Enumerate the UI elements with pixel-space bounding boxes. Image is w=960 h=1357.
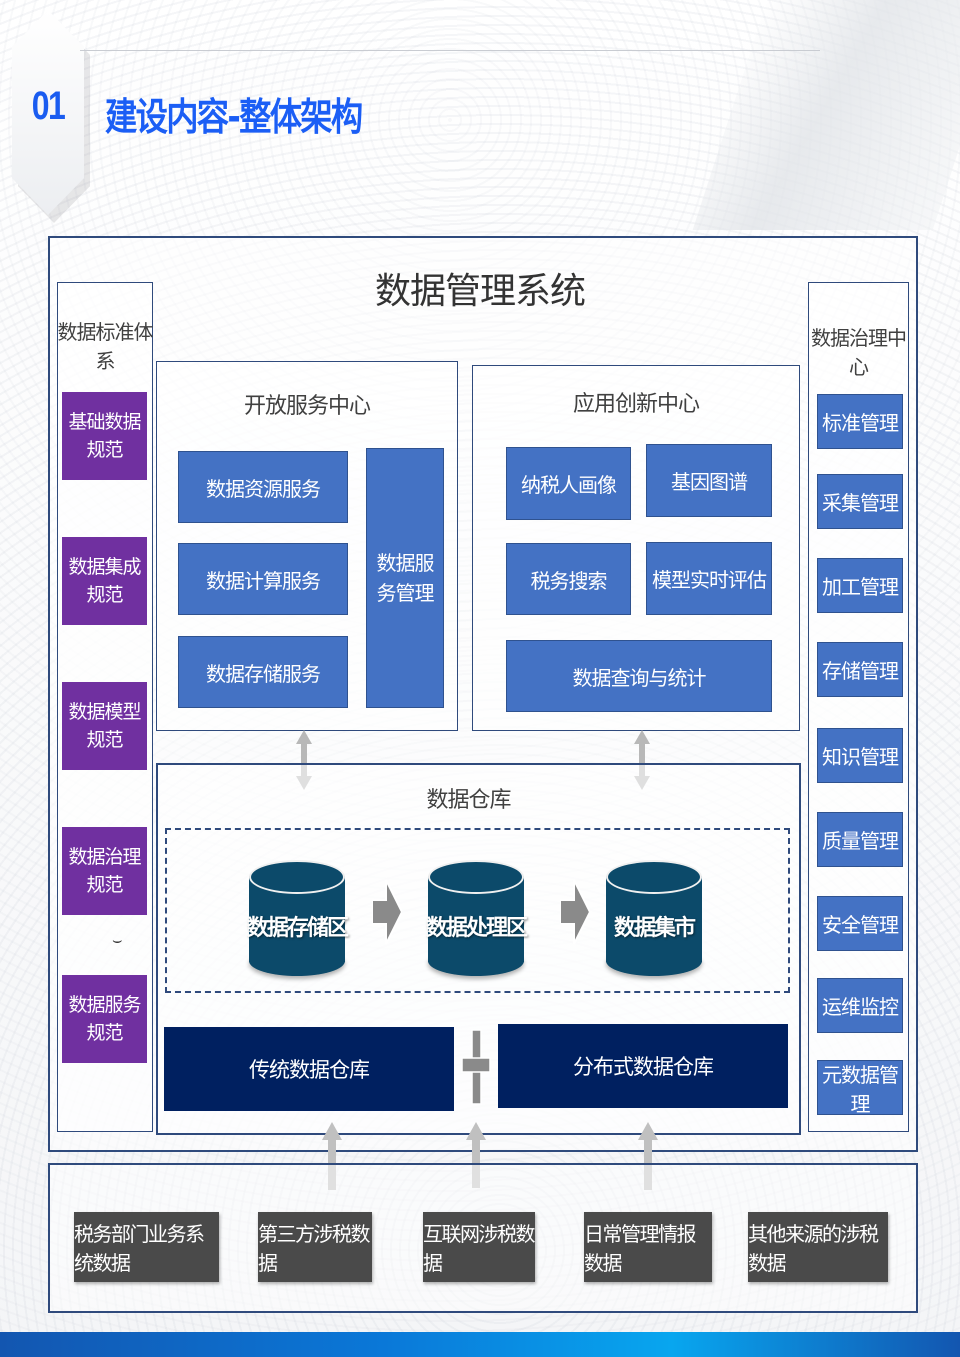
source-internet: 互联网涉税数据 xyxy=(423,1212,536,1282)
distributed-warehouse: 分布式数据仓库 xyxy=(498,1024,788,1108)
governance-title: 数据治理中心 xyxy=(811,326,907,379)
up-arrow-icon xyxy=(322,1122,342,1190)
section-badge xyxy=(12,10,84,215)
warehouse-zones-group xyxy=(165,828,790,993)
zone-data-mart: 数据集市 xyxy=(606,858,702,978)
app-innovation-center-title: 应用创新中心 xyxy=(572,392,700,417)
up-arrow-icon xyxy=(466,1122,486,1188)
service-data-compute: 数据计算服务 xyxy=(178,543,348,615)
zone-processing: 数据处理区 xyxy=(426,858,528,978)
flow-arrow-icon xyxy=(560,879,590,945)
data-warehouse-title: 数据仓库 xyxy=(426,788,511,813)
service-management: 数据服务管理 xyxy=(366,448,444,708)
gov-storage-mgmt: 存储管理 xyxy=(817,642,903,697)
zone-storage-label: 数据存储区 xyxy=(246,916,349,941)
gov-processing-mgmt: 加工管理 xyxy=(817,558,903,613)
zone-data-mart-label: 数据集市 xyxy=(613,916,696,941)
section-number: 01 xyxy=(31,84,66,128)
gov-knowledge-mgmt: 知识管理 xyxy=(817,728,903,783)
bidirectional-arrow-icon xyxy=(634,730,650,790)
stray-mark: ⌣ xyxy=(112,930,123,949)
standard-item-model: 数据模型规范 xyxy=(62,682,147,770)
app-tax-search: 税务搜索 xyxy=(506,543,631,615)
zone-storage: 数据存储区 xyxy=(247,858,349,978)
app-data-query-stats: 数据查询与统计 xyxy=(506,640,772,712)
gov-quality-mgmt: 质量管理 xyxy=(817,812,903,867)
standards-title: 数据标准体系 xyxy=(57,320,154,373)
traditional-warehouse: 传统数据仓库 xyxy=(164,1027,454,1111)
standard-item-governance: 数据治理规范 xyxy=(62,827,147,915)
gov-collection-mgmt: 采集管理 xyxy=(817,474,903,529)
gov-security-mgmt: 安全管理 xyxy=(817,896,903,951)
app-taxpayer-profile: 纳税人画像 xyxy=(506,447,631,520)
flow-arrow-icon xyxy=(372,879,402,945)
source-third-party: 第三方涉税数据 xyxy=(258,1212,372,1282)
source-tax-dept-systems: 税务部门业务系统数据 xyxy=(74,1212,219,1282)
source-other: 其他来源的涉税数据 xyxy=(748,1212,888,1282)
app-model-realtime-eval: 模型实时评估 xyxy=(646,542,772,615)
header-divider xyxy=(80,50,820,51)
gov-standard-mgmt: 标准管理 xyxy=(817,394,903,449)
app-gene-map: 基因图谱 xyxy=(646,444,772,517)
gov-metadata-mgmt: 元数据管理 xyxy=(817,1060,903,1116)
bidirectional-arrow-icon xyxy=(296,730,312,790)
zone-processing-label: 数据处理区 xyxy=(425,916,528,941)
system-title: 数据管理系统 xyxy=(374,271,586,312)
open-service-center-title: 开放服务中心 xyxy=(243,394,371,419)
footer-stripe xyxy=(0,1332,960,1357)
page-title: 建设内容-整体架构 xyxy=(105,95,363,139)
up-arrow-icon xyxy=(638,1122,658,1190)
standard-item-basic: 基础数据规范 xyxy=(62,392,147,480)
service-data-resource: 数据资源服务 xyxy=(178,451,348,523)
service-data-storage: 数据存储服务 xyxy=(178,636,348,708)
standard-item-service: 数据服务规范 xyxy=(62,975,147,1063)
standard-item-integration: 数据集成规范 xyxy=(62,537,147,625)
source-daily-intelligence: 日常管理情报数据 xyxy=(584,1212,712,1282)
plus-icon xyxy=(461,1029,491,1105)
gov-ops-monitoring: 运维监控 xyxy=(817,978,903,1033)
